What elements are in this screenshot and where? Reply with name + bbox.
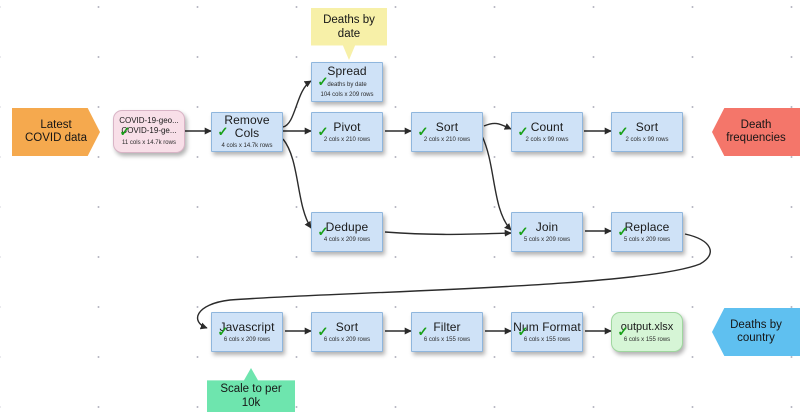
step-stats: 6 cols x 155 rows <box>423 336 471 343</box>
status-ok-icon: ✓ <box>317 223 329 239</box>
note-line1: Deaths by <box>323 14 375 26</box>
step-title: Count <box>530 119 564 134</box>
banner-death-frequencies[interactable]: Death frequencies <box>712 108 800 156</box>
step-stats: 2 cols x 210 rows <box>323 136 371 143</box>
note-scale-per-10k[interactable]: Scale to per 10k <box>207 368 295 412</box>
banner-line2: country <box>737 332 775 344</box>
note-line1: Scale to per <box>220 383 282 395</box>
edge-remove-cols-to-dedupe <box>282 138 312 229</box>
status-ok-icon: ✓ <box>417 123 429 139</box>
banner-line1: Latest <box>40 118 72 131</box>
node-sort-2[interactable]: ✓ Sort 2 cols x 99 rows <box>611 112 683 152</box>
step-stats: 6 cols x 209 rows <box>223 336 271 343</box>
node-num-format[interactable]: ✓ Num Format 6 cols x 155 rows <box>511 312 583 352</box>
source-line1: COVID-19-geo... <box>119 116 179 125</box>
node-sort-3[interactable]: ✓ Sort 6 cols x 209 rows <box>311 312 383 352</box>
source-line2: COVID-19-ge... <box>121 126 177 135</box>
step-title: Sort <box>335 319 359 334</box>
step-stats: 2 cols x 210 rows <box>423 136 471 143</box>
status-ok-icon: ✓ <box>417 323 429 339</box>
step-title: Javascript <box>219 319 275 334</box>
output-title: output.xlsx <box>620 320 674 333</box>
step-title: Pivot <box>333 119 361 134</box>
status-ok-icon: ✓ <box>317 73 329 89</box>
step-note: deaths by date <box>327 82 367 88</box>
step-stats: 5 cols x 209 rows <box>623 236 671 243</box>
node-count[interactable]: ✓ Count 2 cols x 99 rows <box>511 112 583 152</box>
node-join[interactable]: ✓ Join 5 cols x 209 rows <box>511 212 583 252</box>
node-pivot[interactable]: ✓ Pivot 2 cols x 210 rows <box>311 112 383 152</box>
step-stats: 104 cols x 209 rows <box>320 92 374 98</box>
step-title: Replace <box>624 219 670 234</box>
step-title: Filter <box>433 319 461 334</box>
step-stats: 2 cols x 99 rows <box>625 136 669 143</box>
step-title: Spread <box>327 64 367 78</box>
node-output-xlsx[interactable]: ✓ output.xlsx 6 cols x 155 rows <box>611 312 683 352</box>
status-ok-icon: ✓ <box>119 123 131 139</box>
step-title: Num Format <box>513 319 581 334</box>
banner-line2: COVID data <box>25 132 87 144</box>
node-javascript[interactable]: ✓ Javascript 6 cols x 209 rows <box>211 312 283 352</box>
step-title: Join <box>535 219 559 234</box>
step-title: Remove Cols <box>224 113 270 140</box>
node-filter[interactable]: ✓ Filter 6 cols x 155 rows <box>411 312 483 352</box>
note-deaths-by-date[interactable]: Deaths by date <box>311 8 387 60</box>
node-remove-cols[interactable]: ✓ Remove Cols 4 cols x 14.7k rows <box>211 112 283 152</box>
status-ok-icon: ✓ <box>517 223 529 239</box>
banner-latest-covid-data[interactable]: Latest COVID data <box>12 108 100 156</box>
node-covid-source[interactable]: ✓ COVID-19-geo... COVID-19-ge... 11 cols… <box>113 110 185 153</box>
node-replace[interactable]: ✓ Replace 5 cols x 209 rows <box>611 212 683 252</box>
edge-sort1-to-count <box>483 122 512 130</box>
status-ok-icon: ✓ <box>617 123 629 139</box>
edge-remove-cols-to-spread <box>282 80 312 128</box>
step-stats: 2 cols x 99 rows <box>525 136 569 143</box>
step-title: Sort <box>635 119 659 134</box>
step-stats: 6 cols x 209 rows <box>323 336 371 343</box>
step-stats: 4 cols x 209 rows <box>323 236 371 243</box>
banner-deaths-by-country[interactable]: Deaths by country <box>712 308 800 356</box>
banner-line1: Death <box>740 118 772 131</box>
status-ok-icon: ✓ <box>317 323 329 339</box>
output-stats: 6 cols x 155 rows <box>623 336 671 343</box>
banner-line2: frequencies <box>726 132 786 144</box>
status-ok-icon: ✓ <box>317 123 329 139</box>
edge-dedupe-to-join <box>384 229 512 237</box>
step-stats: 6 cols x 155 rows <box>523 336 571 343</box>
note-line2: 10k <box>241 397 261 409</box>
status-ok-icon: ✓ <box>517 323 529 339</box>
status-ok-icon: ✓ <box>217 123 229 139</box>
note-line2: date <box>337 28 361 40</box>
banner-line1: Deaths by <box>730 318 782 331</box>
node-sort-1[interactable]: ✓ Sort 2 cols x 210 rows <box>411 112 483 152</box>
status-ok-icon: ✓ <box>617 223 629 239</box>
node-dedupe[interactable]: ✓ Dedupe 4 cols x 209 rows <box>311 212 383 252</box>
status-ok-icon: ✓ <box>617 323 629 339</box>
status-ok-icon: ✓ <box>217 323 229 339</box>
edge-sort1-to-join <box>481 135 512 231</box>
step-title: Dedupe <box>325 219 369 234</box>
step-title: Sort <box>435 119 459 134</box>
node-spread[interactable]: ✓ Spread deaths by date 104 cols x 209 r… <box>311 62 383 102</box>
step-stats: 4 cols x 14.7k rows <box>221 143 273 149</box>
source-stats: 11 cols x 14.7k rows <box>122 140 176 146</box>
step-stats: 5 cols x 209 rows <box>523 236 571 243</box>
status-ok-icon: ✓ <box>517 123 529 139</box>
